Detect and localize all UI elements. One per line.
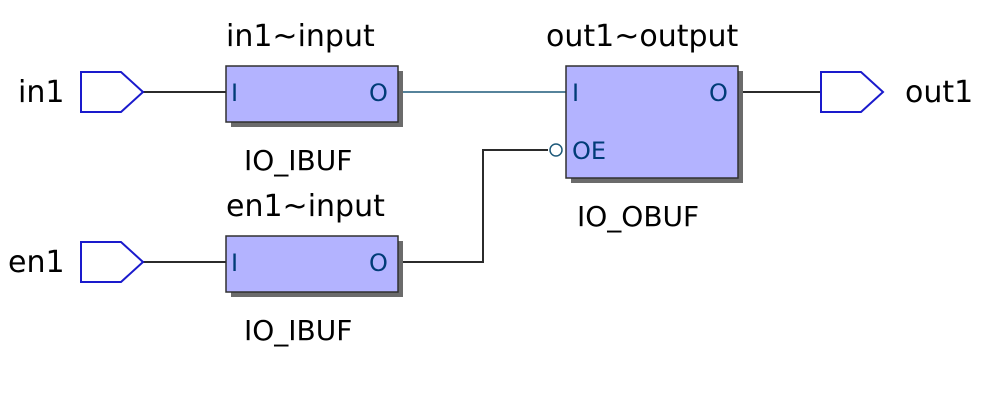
pin-out1[interactable]: out1 — [820, 71, 973, 113]
wires — [143, 91, 821, 263]
port-i-label: I — [231, 249, 238, 277]
block-title: en1~input — [226, 189, 385, 224]
port-o-label: O — [369, 249, 388, 277]
block-in1-input[interactable]: in1~input I O IO_IBUF — [225, 19, 403, 177]
port-i-label: I — [572, 79, 579, 107]
block-body — [225, 235, 399, 293]
input-port-icon — [80, 71, 145, 113]
port-oe-label: OE — [572, 137, 606, 165]
inversion-bubble — [549, 143, 563, 157]
pin-in1[interactable]: in1 — [18, 71, 145, 113]
input-port-icon — [80, 241, 145, 283]
port-o-label: O — [709, 79, 728, 107]
pin-in1-label: in1 — [18, 75, 64, 110]
block-title: in1~input — [226, 19, 375, 54]
pin-out1-label: out1 — [905, 75, 973, 110]
block-type: IO_OBUF — [577, 200, 699, 233]
port-i-label: I — [231, 79, 238, 107]
block-out1-output[interactable]: out1~output I OE O IO_OBUF — [546, 19, 743, 233]
port-o-label: O — [369, 79, 388, 107]
block-en1-input[interactable]: en1~input I O IO_IBUF — [225, 189, 403, 347]
block-type: IO_IBUF — [244, 314, 352, 347]
pin-en1-label: en1 — [8, 245, 65, 280]
block-type: IO_IBUF — [244, 144, 352, 177]
wire-en-to-obuf-oe — [398, 149, 548, 263]
output-port-icon — [820, 71, 885, 113]
block-body — [225, 65, 399, 123]
block-body — [565, 65, 739, 179]
block-title: out1~output — [546, 19, 739, 54]
pin-en1[interactable]: en1 — [8, 241, 145, 283]
